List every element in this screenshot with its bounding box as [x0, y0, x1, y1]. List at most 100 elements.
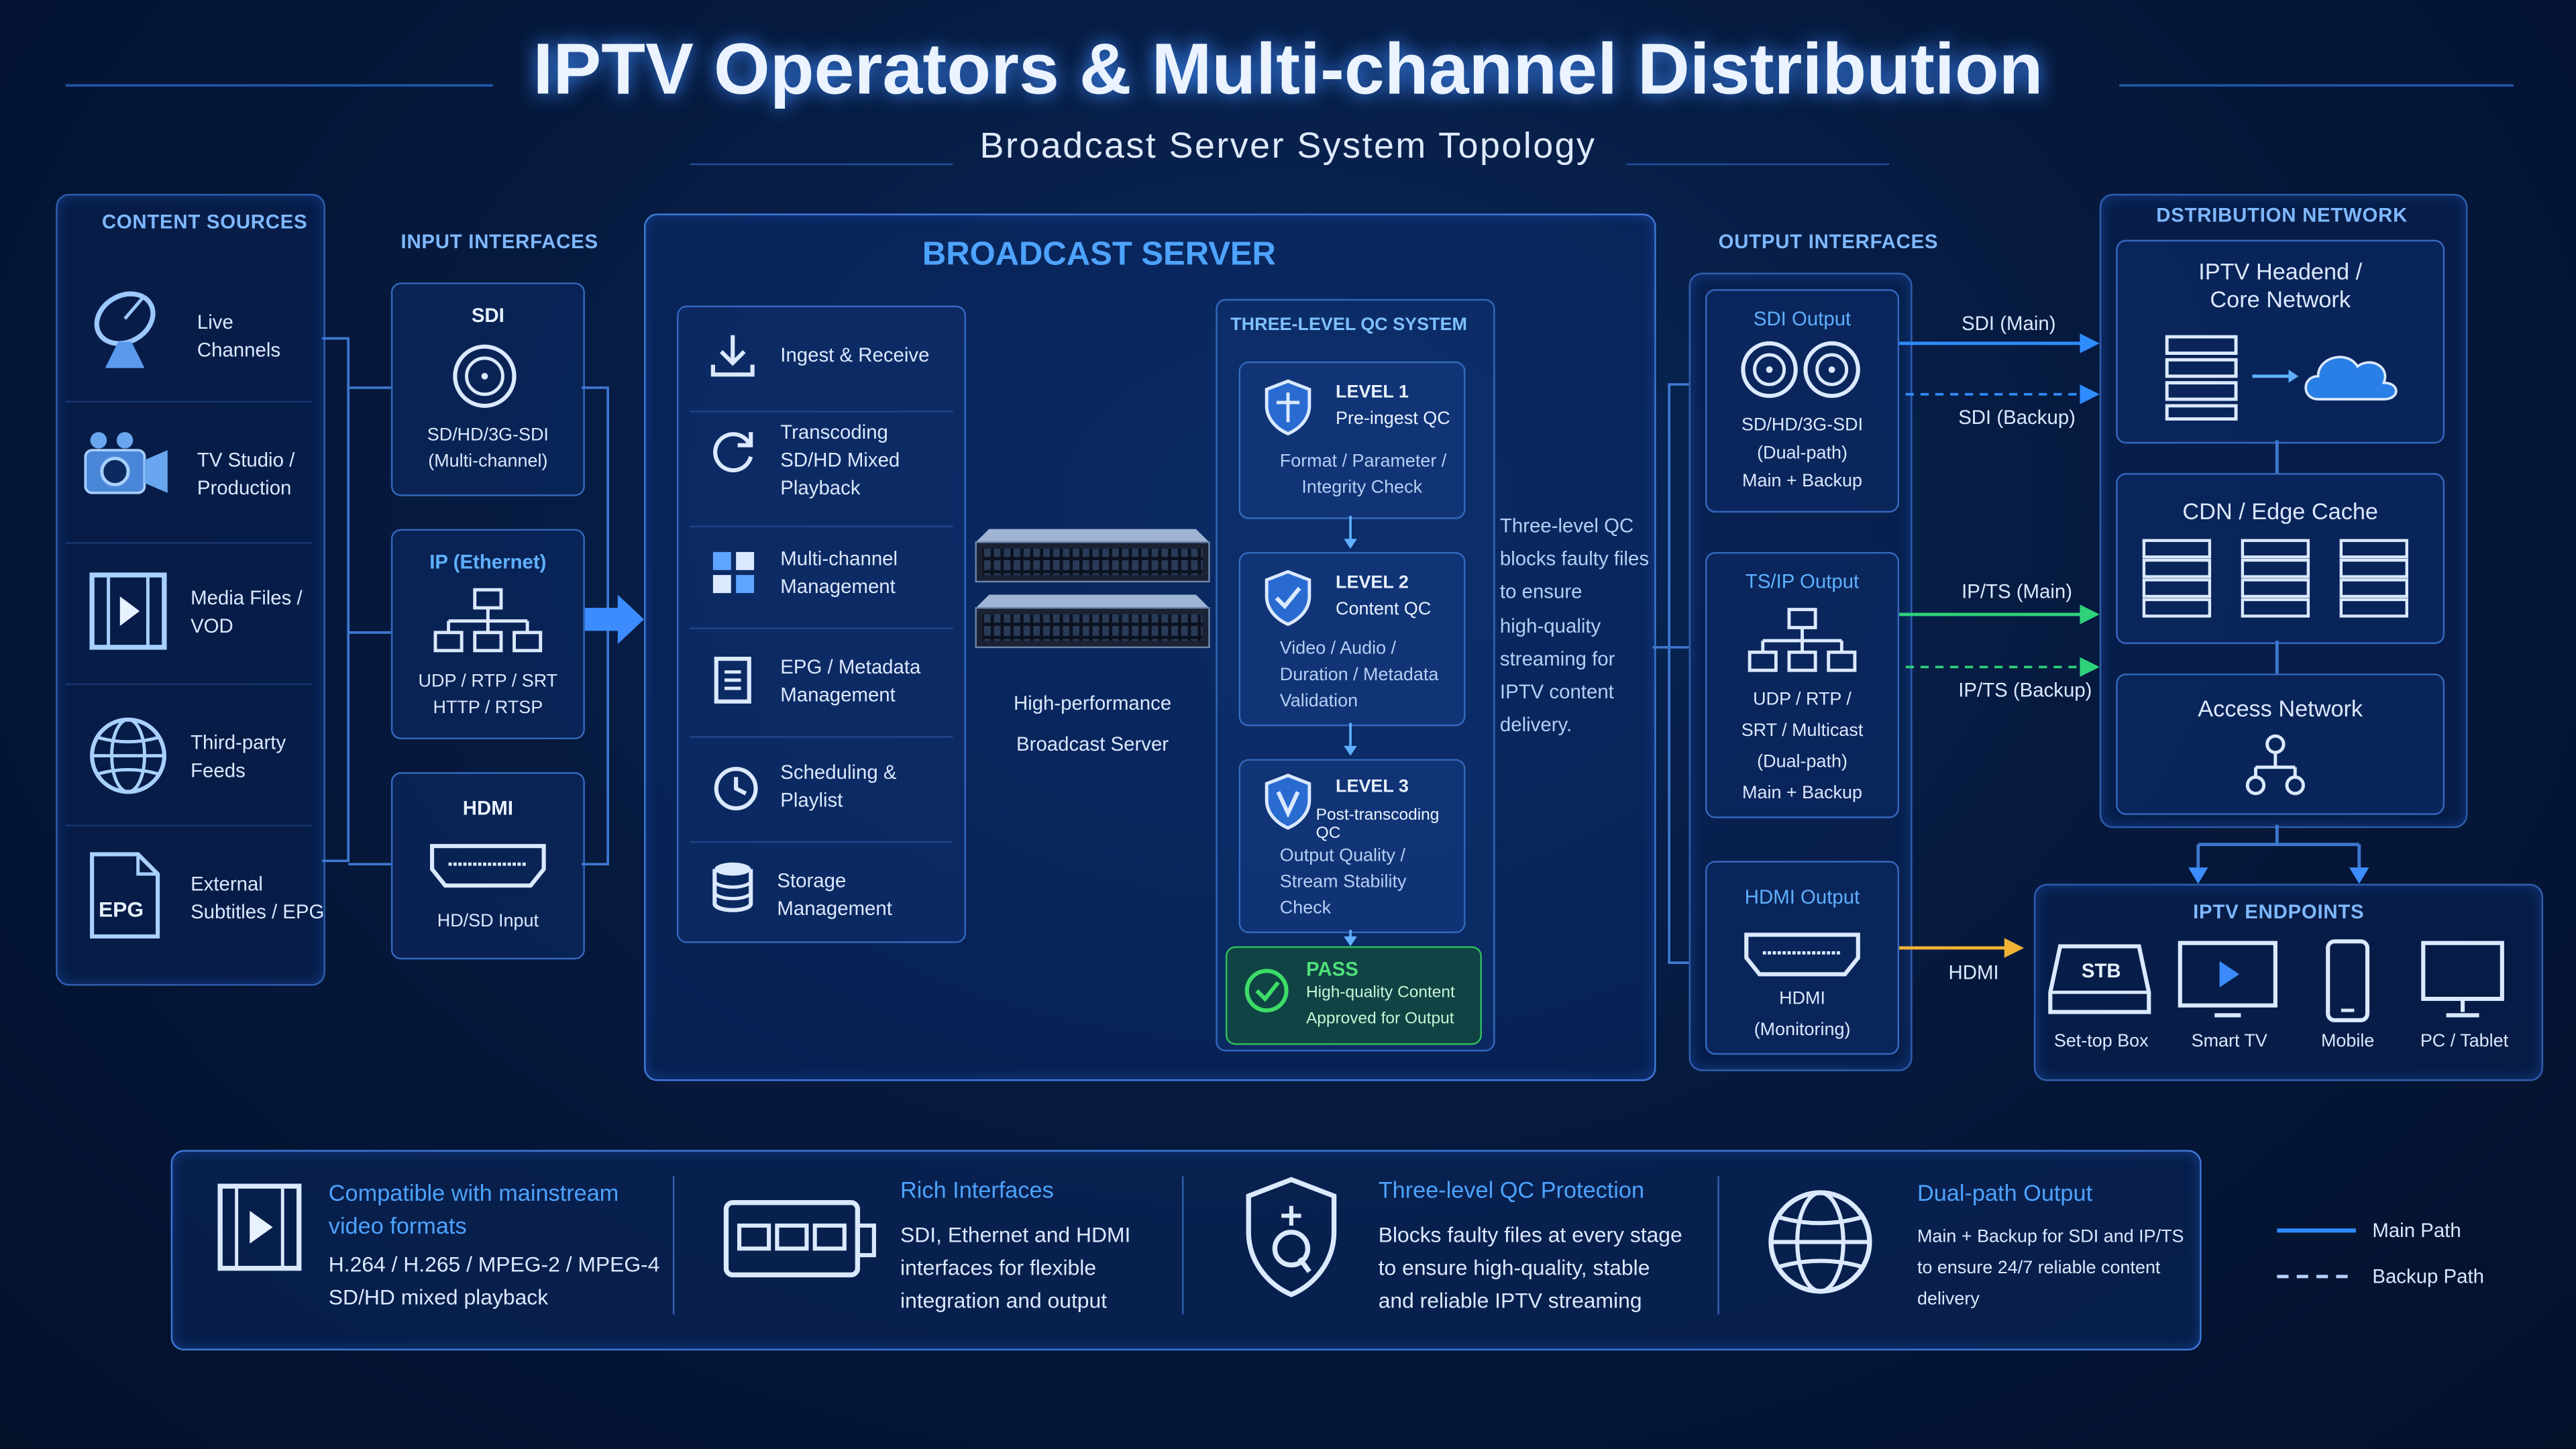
set-top-box-icon — [2048, 944, 2151, 1014]
monitor-icon — [2421, 941, 2504, 1018]
refresh-icon — [713, 432, 753, 473]
hdmi-port-icon — [1744, 932, 1860, 977]
output-hdmi-card[interactable]: HDMI Output HDMI (Monitoring) — [1705, 861, 1900, 1055]
shield-v-icon — [1265, 773, 1311, 830]
endpoint-label: Smart TV — [2191, 1031, 2267, 1052]
output-interfaces-header: OUTPUT INTERFACES — [1718, 229, 1939, 254]
module-multichannel[interactable]: Multi-channel Management — [690, 526, 953, 629]
source-item-third-party[interactable]: Third-party Feeds — [65, 687, 313, 826]
input-ip-card[interactable]: IP (Ethernet) UDP / RTP / SRT HTTP / RTS… — [390, 529, 585, 740]
module-storage[interactable]: Storage Management — [690, 841, 953, 943]
clock-icon — [714, 767, 758, 810]
input-desc: UDP / RTP / SRT HTTP / RTSP — [418, 672, 558, 718]
database-icon — [712, 862, 753, 912]
mobile-phone-icon — [2326, 939, 2370, 1022]
qc-level-3[interactable]: LEVEL 3 Post-transcoding QC Output Quali… — [1238, 759, 1466, 934]
check-circle-icon — [1244, 969, 1289, 1013]
server-modules-card — [676, 305, 967, 943]
dual-sdi-connector-icon — [1741, 341, 1860, 398]
endpoint-smart-tv[interactable]: Smart TV — [2172, 936, 2287, 1061]
link-sdi-backup: SDI (Backup) — [1958, 405, 2076, 429]
endpoint-stb[interactable]: STB Set-top Box — [2047, 936, 2155, 1061]
access-node-icon — [2245, 734, 2305, 796]
output-desc: SD/HD/3G-SDI (Dual-path) Main + Backup — [1741, 415, 1864, 492]
input-hdmi-card[interactable]: HDMI HD/SD Input — [390, 772, 585, 960]
output-title: HDMI Output — [1744, 885, 1860, 909]
endpoints-panel — [2033, 883, 2544, 1081]
input-title: SDI — [471, 304, 504, 327]
source-item-live[interactable]: Live Channels — [65, 263, 313, 403]
module-ingest[interactable]: Ingest & Receive — [690, 309, 953, 413]
output-desc: UDP / RTP / SRT / Multicast (Dual-path) … — [1741, 690, 1864, 804]
endpoint-label: Mobile — [2320, 1031, 2375, 1052]
globe-icon — [1768, 1190, 1872, 1294]
endpoint-mobile[interactable]: Mobile — [2306, 936, 2388, 1061]
page-subtitle: Broadcast Server System Topology — [979, 125, 1597, 166]
module-label: Multi-channel Management — [780, 547, 898, 598]
camera-icon — [84, 432, 168, 494]
qc-level-2[interactable]: LEVEL 2 Content QC Video / Audio / Durat… — [1238, 551, 1466, 727]
feature-dual-path: Dual-path Output Main + Backup for SDI a… — [1741, 1167, 2185, 1331]
access-label: Access Network — [2198, 694, 2363, 722]
feature-title: Compatible with mainstream video formats — [328, 1179, 619, 1239]
shield-q-icon — [1246, 1177, 1337, 1297]
pass-title: PASS — [1305, 957, 1358, 981]
module-label: Transcoding SD/HD Mixed Playback — [780, 420, 900, 500]
endpoints-header: IPTV ENDPOINTS — [2193, 900, 2365, 924]
qc-note: Three-level QC blocks faulty files to en… — [1499, 514, 1650, 737]
content-sources-header: CONTENT SOURCES — [101, 210, 308, 233]
output-sdi-card[interactable]: SDI Output SD/HD/3G-SDI (Dual-path) Main… — [1705, 289, 1900, 513]
qc-level-label: LEVEL 3 — [1336, 777, 1409, 797]
module-label: Storage Management — [777, 869, 892, 920]
source-item-media[interactable]: Media Files / VOD — [65, 545, 313, 686]
rack-server-icon — [975, 529, 1210, 649]
link-ip-main: IP/TS (Main) — [1962, 580, 2073, 603]
legend-backup-path: Backup Path — [2372, 1265, 2485, 1289]
feature-title: Dual-path Output — [1917, 1179, 2093, 1206]
document-icon — [714, 656, 751, 704]
output-tsip-card[interactable]: TS/IP Output UDP / RTP / SRT / Multicast… — [1705, 551, 1900, 818]
module-scheduling[interactable]: Scheduling & Playlist — [690, 736, 953, 843]
features-panel — [170, 1150, 2202, 1351]
source-label: Third-party Feeds — [191, 731, 286, 782]
access-network-card[interactable]: Access Network — [2116, 674, 2445, 815]
source-item-studio[interactable]: TV Studio / Production — [65, 404, 313, 544]
feature-desc: H.264 / H.265 / MPEG-2 / MPEG-4 SD/HD mi… — [328, 1252, 660, 1309]
edge-server-stack-icon — [2142, 539, 2408, 618]
server-cloud-icon — [2165, 335, 2398, 421]
qc-level-1[interactable]: LEVEL 1 Pre-ingest QC Format / Parameter… — [1238, 361, 1466, 519]
output-title: TS/IP Output — [1745, 570, 1860, 594]
feature-desc: Main + Backup for SDI and IP/TS to ensur… — [1917, 1227, 2184, 1309]
legend-main-path: Main Path — [2372, 1219, 2461, 1242]
endpoint-label: Set-top Box — [2053, 1031, 2149, 1052]
download-icon — [710, 335, 755, 377]
qc-pass-card[interactable]: PASS High-quality Content Approved for O… — [1225, 946, 1482, 1045]
headend-card[interactable]: IPTV Headend / Core Network — [2116, 239, 2445, 444]
cdn-card[interactable]: CDN / Edge Cache — [2116, 473, 2445, 645]
satellite-dish-icon — [94, 291, 156, 368]
pass-desc: High-quality Content Approved for Output — [1305, 983, 1455, 1029]
network-tree-icon — [433, 588, 543, 653]
cdn-label: CDN / Edge Cache — [2182, 498, 2379, 525]
source-label: External Subtitles / EPG — [191, 872, 325, 924]
qc-level-desc: Video / Audio / Duration / Metadata Vali… — [1279, 639, 1439, 712]
hdmi-port-icon — [430, 844, 546, 888]
shield-icon — [1265, 379, 1311, 436]
endpoint-pc-tablet[interactable]: PC / Tablet — [2408, 936, 2520, 1061]
qc-level-name: Post-transcoding QC — [1316, 806, 1440, 843]
output-title: SDI Output — [1753, 307, 1851, 331]
source-label: Live Channels — [197, 310, 281, 362]
source-item-epg[interactable]: EPG External Subtitles / EPG — [66, 828, 324, 966]
module-epg[interactable]: EPG / Metadata Management — [690, 631, 953, 738]
input-sdi-card[interactable]: SDI SD/HD/3G-SDI (Multi-channel) — [390, 282, 585, 496]
qc-header: THREE-LEVEL QC SYSTEM — [1230, 315, 1467, 335]
module-transcoding[interactable]: Transcoding SD/HD Mixed Playback — [690, 411, 953, 528]
endpoint-label: PC / Tablet — [2420, 1031, 2509, 1052]
epg-file-icon — [90, 852, 160, 938]
input-title: IP (Ethernet) — [429, 550, 547, 574]
qc-level-name: Content QC — [1336, 599, 1432, 620]
server-caption: High-performance Broadcast Server — [1013, 692, 1172, 756]
